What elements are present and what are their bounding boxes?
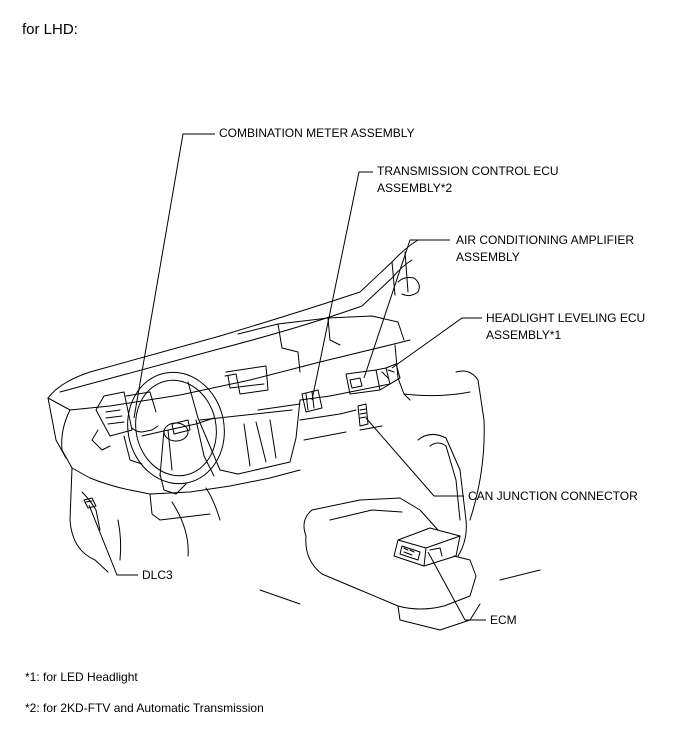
leader-ac-amplifier	[363, 239, 450, 379]
dashboard-outline	[47, 315, 471, 573]
leader-headlight-ecu	[391, 317, 482, 369]
windshield-outline	[47, 239, 431, 399]
transmission-ecu-shape	[301, 389, 323, 413]
steering-wheel	[127, 371, 225, 495]
label-dlc3: DLC3	[142, 568, 173, 582]
label-can-junction: CAN JUNCTION CONNECTOR	[468, 489, 638, 503]
label-transmission-ecu-line2: ASSEMBLY*2	[377, 181, 453, 195]
leader-transmission-ecu	[311, 171, 373, 401]
label-combination-meter: COMBINATION METER ASSEMBLY	[219, 126, 415, 140]
label-transmission-ecu-line1: TRANSMISSION CONTROL ECU	[377, 164, 559, 178]
ac-amplifier-shape	[345, 367, 391, 395]
leader-lines	[88, 133, 486, 621]
page-heading: for LHD:	[22, 21, 78, 38]
label-ac-amplifier-line1: AIR CONDITIONING AMPLIFIER	[456, 233, 635, 247]
label-ac-amplifier-line2: ASSEMBLY	[456, 250, 520, 264]
combination-meter-shape	[91, 391, 191, 465]
dlc3-shape	[83, 497, 97, 509]
label-ecm: ECM	[490, 613, 517, 627]
footnote-2: *2: for 2KD-FTV and Automatic Transmissi…	[25, 701, 264, 715]
label-headlight-leveling-line1: HEADLIGHT LEVELING ECU	[486, 311, 646, 325]
seat-outline	[303, 370, 485, 631]
ecm-shape	[393, 527, 461, 567]
footnote-1: *1: for LED Headlight	[25, 670, 138, 684]
leader-dlc3	[88, 504, 138, 576]
leader-combination-meter	[133, 133, 215, 419]
label-headlight-leveling-line2: ASSEMBLY*1	[486, 328, 562, 342]
leader-can-junction	[365, 417, 464, 497]
can-junction-shape	[357, 403, 369, 427]
leader-ecm	[427, 551, 486, 621]
headlight-ecu-shape	[385, 363, 401, 385]
